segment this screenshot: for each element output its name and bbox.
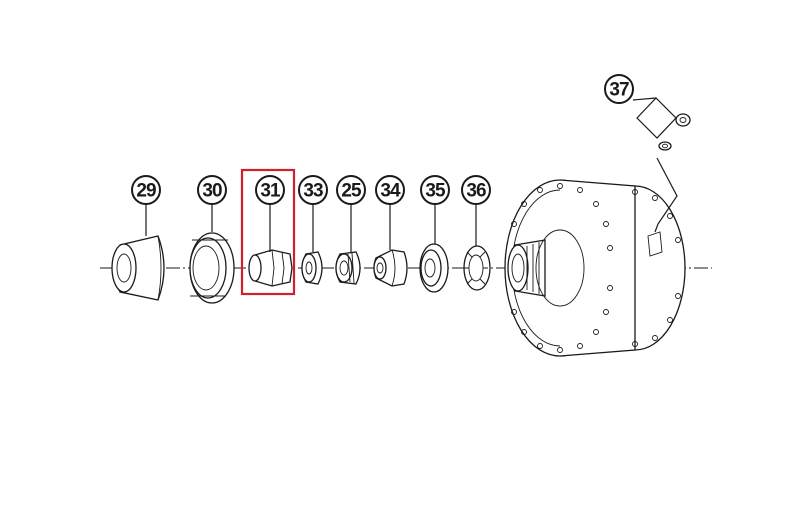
callout-25[interactable]: 25 (336, 175, 366, 205)
callout-label: 35 (425, 181, 446, 202)
part-25-lock-nut[interactable] (335, 251, 361, 285)
part-31-cone-nut[interactable] (248, 249, 293, 287)
hub-body[interactable] (504, 179, 686, 357)
part-36-retaining-ring[interactable] (463, 245, 491, 291)
part-34-cone[interactable] (373, 249, 408, 287)
callout-30[interactable]: 30 (197, 175, 227, 205)
part-35-bearing-race[interactable] (419, 243, 449, 293)
leader-lines (145, 97, 678, 252)
callout-label: 34 (380, 181, 401, 202)
callout-31[interactable]: 31 (255, 175, 285, 205)
callout-34[interactable]: 34 (375, 175, 405, 205)
callout-35[interactable]: 35 (420, 175, 450, 205)
part-29-cap[interactable] (111, 235, 165, 301)
callout-label: 36 (466, 181, 486, 202)
part-33-washer[interactable] (301, 251, 323, 285)
callout-label: 37 (609, 80, 629, 101)
callout-label: 25 (341, 181, 362, 202)
callout-29[interactable]: 29 (131, 175, 161, 205)
part-37-grease-port[interactable] (658, 113, 691, 151)
callout-37[interactable]: 37 (604, 74, 634, 104)
highlight-box-31 (240, 168, 296, 296)
callout-label: 30 (202, 181, 222, 202)
callout-label: 29 (136, 181, 156, 202)
callout-label: 33 (303, 181, 323, 202)
callout-33[interactable]: 33 (298, 175, 328, 205)
part-30-seal-ring[interactable] (189, 232, 235, 304)
callout-36[interactable]: 36 (461, 175, 491, 205)
callout-label: 31 (260, 181, 281, 202)
